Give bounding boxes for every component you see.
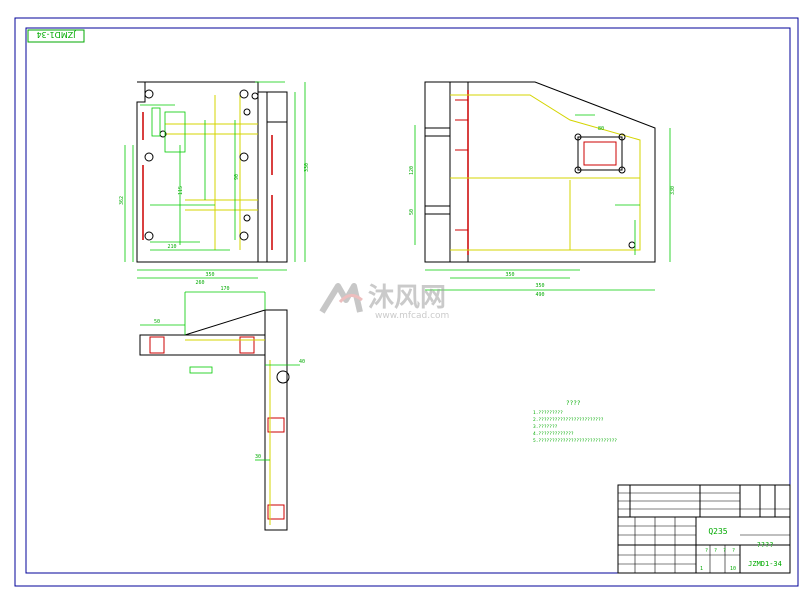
dim-right-6: 50 xyxy=(409,209,415,215)
dim-left-2: 350 xyxy=(205,272,214,278)
inner-frame xyxy=(25,27,791,574)
dim-left-6: 115 xyxy=(178,186,184,195)
scale-mark-3: ? xyxy=(723,548,726,554)
technical-notes: ???? 1.????????? 2.?????????????????????… xyxy=(533,400,617,444)
dim-right-3: 490 xyxy=(535,292,544,298)
outer-frame xyxy=(14,17,799,587)
dim-bottom-4: 30 xyxy=(255,454,261,460)
dim-right-4: 330 xyxy=(670,186,676,195)
dim-left-3: 260 xyxy=(195,280,204,286)
scale-mark-4: ? xyxy=(732,548,735,554)
front-view xyxy=(136,81,288,263)
watermark-url: www.mfcad.com xyxy=(375,311,449,321)
front-view-dimensions xyxy=(124,81,306,279)
note-line-5: 5.????????????????????????????? xyxy=(533,438,617,444)
note-line-4: 4.????????????? xyxy=(533,431,574,437)
top-view-dimensions xyxy=(140,291,300,461)
dim-left-7: 90 xyxy=(234,174,240,180)
watermark: 沐风网 www.mfcad.com xyxy=(319,283,449,321)
note-line-3: 3.??????? xyxy=(533,424,558,430)
watermark-brand: 沐风网 xyxy=(368,283,446,313)
side-view xyxy=(424,81,656,263)
title-block: Q235 ???? JZMD1-34 ? ? ? ? 1 10 xyxy=(617,484,791,574)
sheet-index: 1 xyxy=(700,566,703,572)
dim-bottom-2: 50 xyxy=(154,319,160,325)
dim-right-5: 120 xyxy=(409,166,415,175)
watermark-logo xyxy=(319,283,363,314)
dim-right-2: 350 xyxy=(535,283,544,289)
dim-bottom-1: 170 xyxy=(220,286,229,292)
side-view-dimensions xyxy=(414,114,671,291)
dim-right-7: 80 xyxy=(598,126,604,132)
corner-code-box xyxy=(27,29,85,43)
scale-mark-1: ? xyxy=(705,548,708,554)
sheet-total: 10 xyxy=(730,566,736,572)
part-name-label: ???? xyxy=(757,541,774,549)
dim-left-1: 362 xyxy=(119,196,125,205)
note-line-1: 1.????????? xyxy=(533,410,563,416)
notes-title: ???? xyxy=(566,400,581,407)
dim-left-4: 330 xyxy=(304,163,310,172)
note-line-2: 2.???????????????????????? xyxy=(533,417,604,423)
dim-left-5: 210 xyxy=(167,244,176,250)
dim-right-1: 350 xyxy=(505,272,514,278)
material-label: Q235 xyxy=(708,527,727,536)
top-view xyxy=(139,309,290,531)
drawing-number-label: JZMD1-34 xyxy=(748,560,782,568)
scale-mark-2: ? xyxy=(714,548,717,554)
corner-code: JZMD1-34 xyxy=(36,30,76,39)
dim-bottom-3: 40 xyxy=(299,359,305,365)
